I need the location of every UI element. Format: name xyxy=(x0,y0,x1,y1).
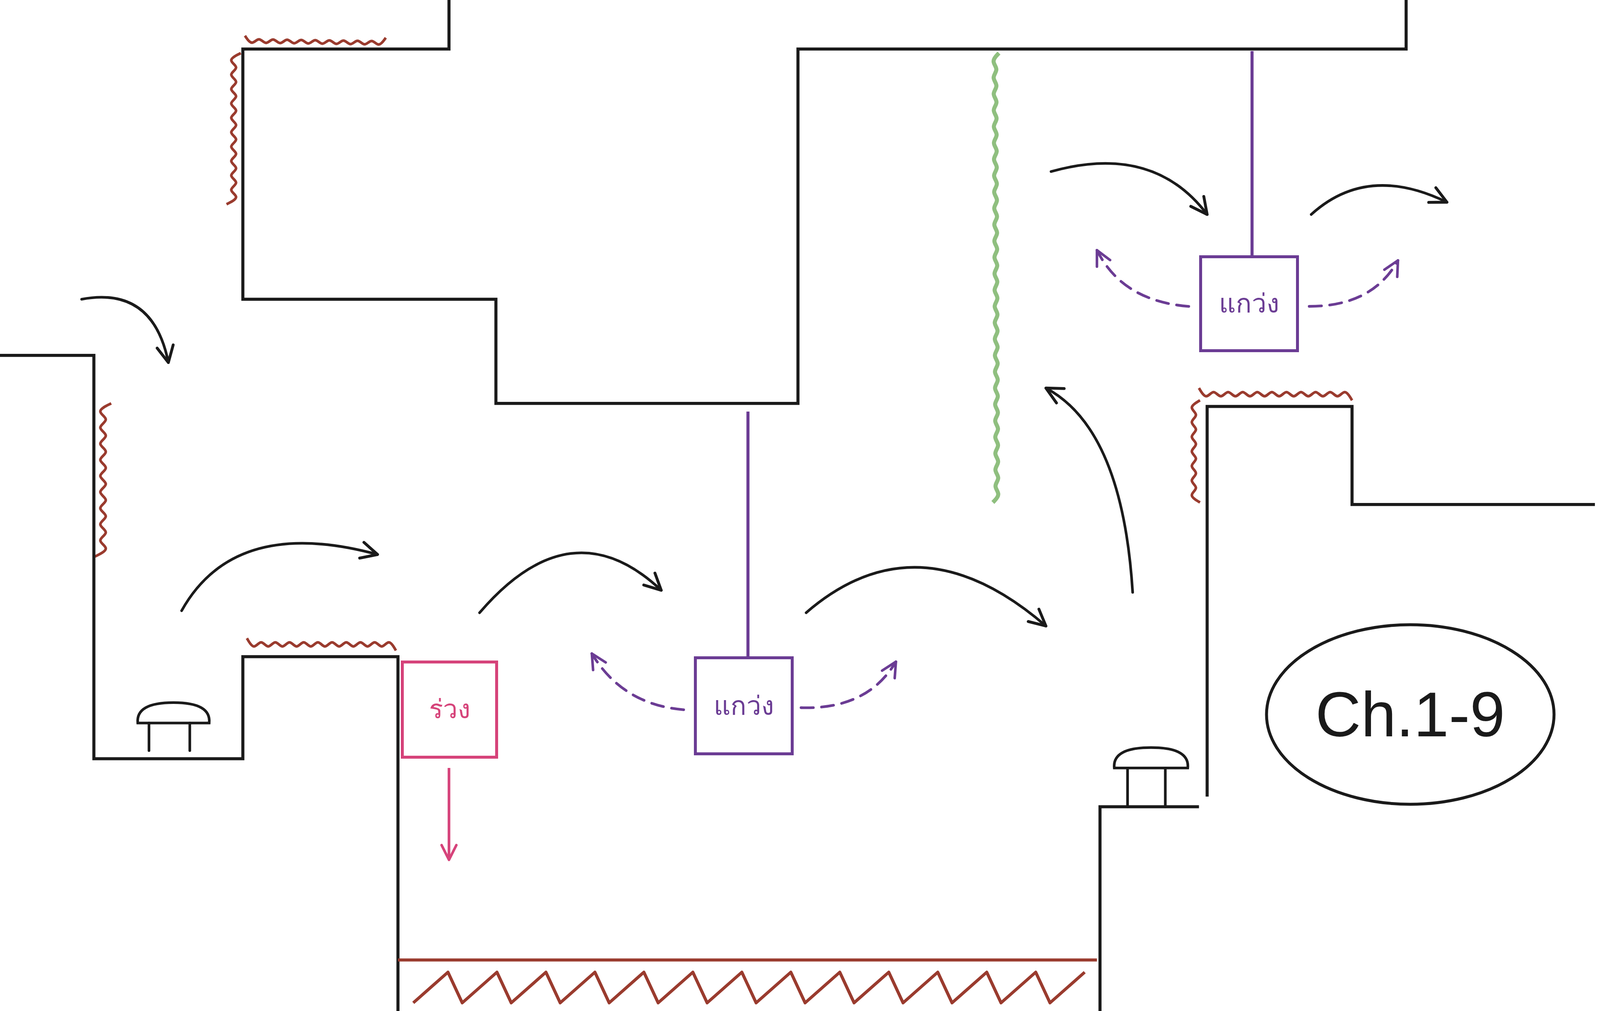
swing-arrow xyxy=(1096,250,1189,307)
jump-arrow xyxy=(81,297,169,363)
swing-arrow xyxy=(1309,260,1398,307)
chapter-ellipse xyxy=(1266,624,1555,804)
pit-edge xyxy=(397,957,1097,961)
hazard-scribble xyxy=(1192,400,1200,502)
springs xyxy=(137,702,1188,807)
hazard-scribble xyxy=(94,403,112,557)
hazard-scribble xyxy=(1199,387,1353,400)
jump-arrows xyxy=(81,163,1448,626)
jump-arrow xyxy=(181,543,378,611)
node-label: Ch.1-9 xyxy=(1315,676,1505,752)
hazard-scribbles xyxy=(94,35,1352,1003)
ropes xyxy=(747,50,1252,657)
chapter-oval: Ch.1-9 xyxy=(1264,622,1557,806)
ceiling-wall xyxy=(242,0,1407,404)
swing-arrow xyxy=(800,661,896,708)
spring-leg xyxy=(188,722,192,750)
climb-vine xyxy=(992,53,1000,503)
spring-cap xyxy=(1114,747,1188,768)
left-floor xyxy=(0,355,398,1011)
spring-cap xyxy=(137,702,210,723)
node-label: แกว่ง xyxy=(1218,288,1280,320)
jump-arrow xyxy=(1045,387,1133,592)
right-wall xyxy=(1207,406,1595,797)
swing-arrows xyxy=(592,250,1399,710)
hazard-scribble xyxy=(226,53,241,205)
rope xyxy=(746,411,750,657)
right-step xyxy=(1100,806,1200,1011)
swing-box: แกว่ง xyxy=(693,656,795,755)
node-label: แกว่ง xyxy=(713,690,774,722)
jump-arrow xyxy=(479,552,662,613)
spring-leg xyxy=(147,722,151,750)
hazard-scribble xyxy=(246,637,396,651)
jump-arrow xyxy=(1311,185,1447,215)
rope xyxy=(1250,50,1254,256)
spike-pit xyxy=(413,971,1086,1003)
jump-arrow xyxy=(1050,163,1208,215)
swing-arrow xyxy=(592,653,684,710)
fall-arrow xyxy=(447,767,451,860)
hazard-scribble xyxy=(245,35,386,45)
fall-box: ร่วง xyxy=(400,660,498,759)
jump-arrow xyxy=(806,567,1047,626)
spring-leg xyxy=(1163,767,1167,807)
node-label: ร่วง xyxy=(429,693,471,725)
swing-box: แกว่ง xyxy=(1199,255,1300,352)
spring-leg xyxy=(1126,767,1129,807)
